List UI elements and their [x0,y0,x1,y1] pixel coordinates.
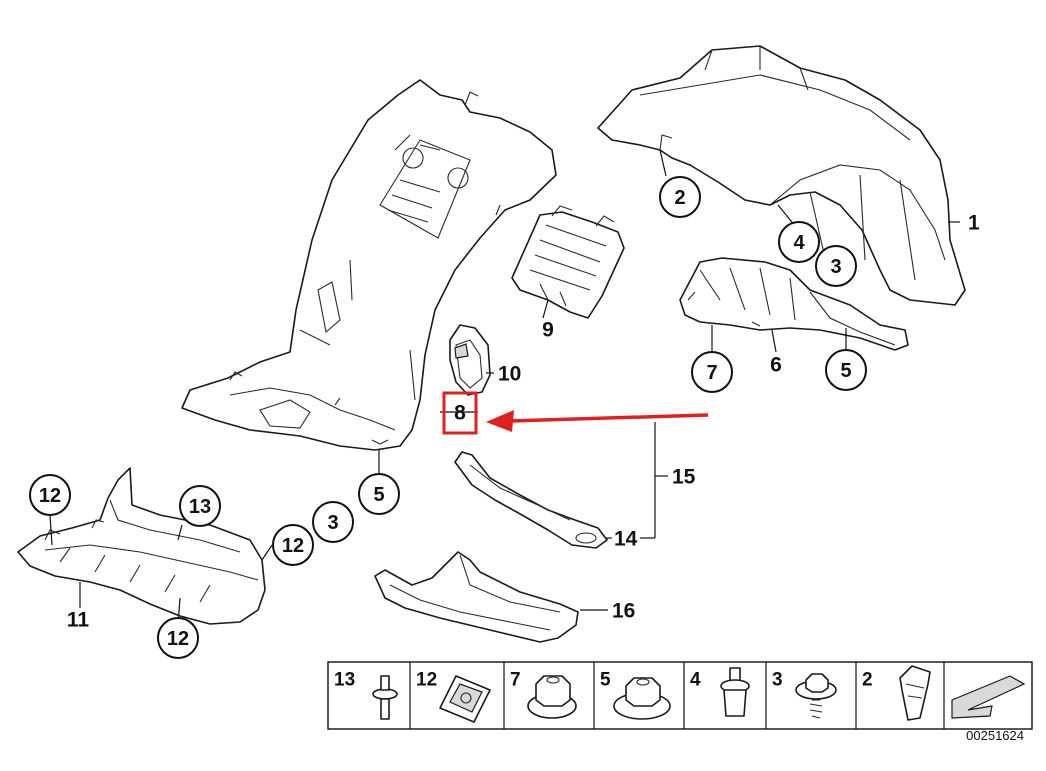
callout-13: 13 [179,485,221,527]
label-10: 10 [498,363,521,386]
callout-5-right: 5 [825,349,867,391]
legend-number-4: 4 [690,670,701,691]
callout-label: 2 [674,187,685,209]
label-14: 14 [614,528,638,551]
deflector-part-6 [679,257,909,351]
push-rivet-icon [372,675,398,720]
cover-part-10 [449,324,491,396]
legend-number-5: 5 [600,670,611,691]
callout-label: 5 [840,360,851,382]
callout-3-bottom: 3 [312,501,354,543]
callout-3-top: 3 [815,245,857,287]
callout-label: 3 [830,256,841,278]
wheel-arch-liner-rear [597,45,966,306]
highlight-arrow [486,410,709,432]
label-6: 6 [770,354,782,377]
label-11: 11 [67,609,90,632]
arrow-head-icon [486,410,514,432]
callout-label: 5 [373,484,384,506]
label-8: 8 [454,402,466,425]
label-15: 15 [672,466,696,489]
legend-number-13: 13 [334,670,355,691]
callout-5-center: 5 [358,473,400,515]
callout-12-top-left: 12 [29,474,71,516]
hex-screw-icon [795,673,837,719]
callout-12-bottom: 12 [157,617,199,659]
diagram-id: 00251624 [966,728,1024,743]
strut-part-14 [454,451,608,549]
callout-label: 12 [167,628,189,650]
legend-number-7: 7 [510,670,521,691]
label-9: 9 [542,319,554,342]
clip-nut-icon [439,675,491,723]
fastener-legend: 13 12 7 5 4 [327,661,1033,730]
callout-label: 4 [793,232,805,254]
callout-label: 3 [327,512,338,534]
highlight-box [442,391,478,435]
expanding-nut-icon [899,665,931,721]
legend-number-12: 12 [416,670,437,691]
callout-label: 12 [39,485,61,507]
callout-label: 12 [282,535,304,557]
wheel-arch-liner-front [181,79,557,451]
cover-part-16 [374,551,579,643]
callout-label: 13 [189,496,211,518]
flange-nut-icon [613,677,671,720]
expanding-rivet-icon [720,667,750,717]
callout-7: 7 [691,351,733,393]
label-1: 1 [968,212,980,235]
legend-number-3: 3 [772,670,783,691]
hex-collar-nut-icon [527,675,577,719]
callout-label: 7 [706,362,717,384]
legend-number-2: 2 [862,670,873,691]
callout-12-middle: 12 [272,524,314,566]
bracket-part-9 [511,205,625,319]
label-16: 16 [612,600,635,623]
callout-2: 2 [659,176,701,218]
arrow-down-left-icon [951,675,1026,719]
callout-4: 4 [778,221,820,263]
